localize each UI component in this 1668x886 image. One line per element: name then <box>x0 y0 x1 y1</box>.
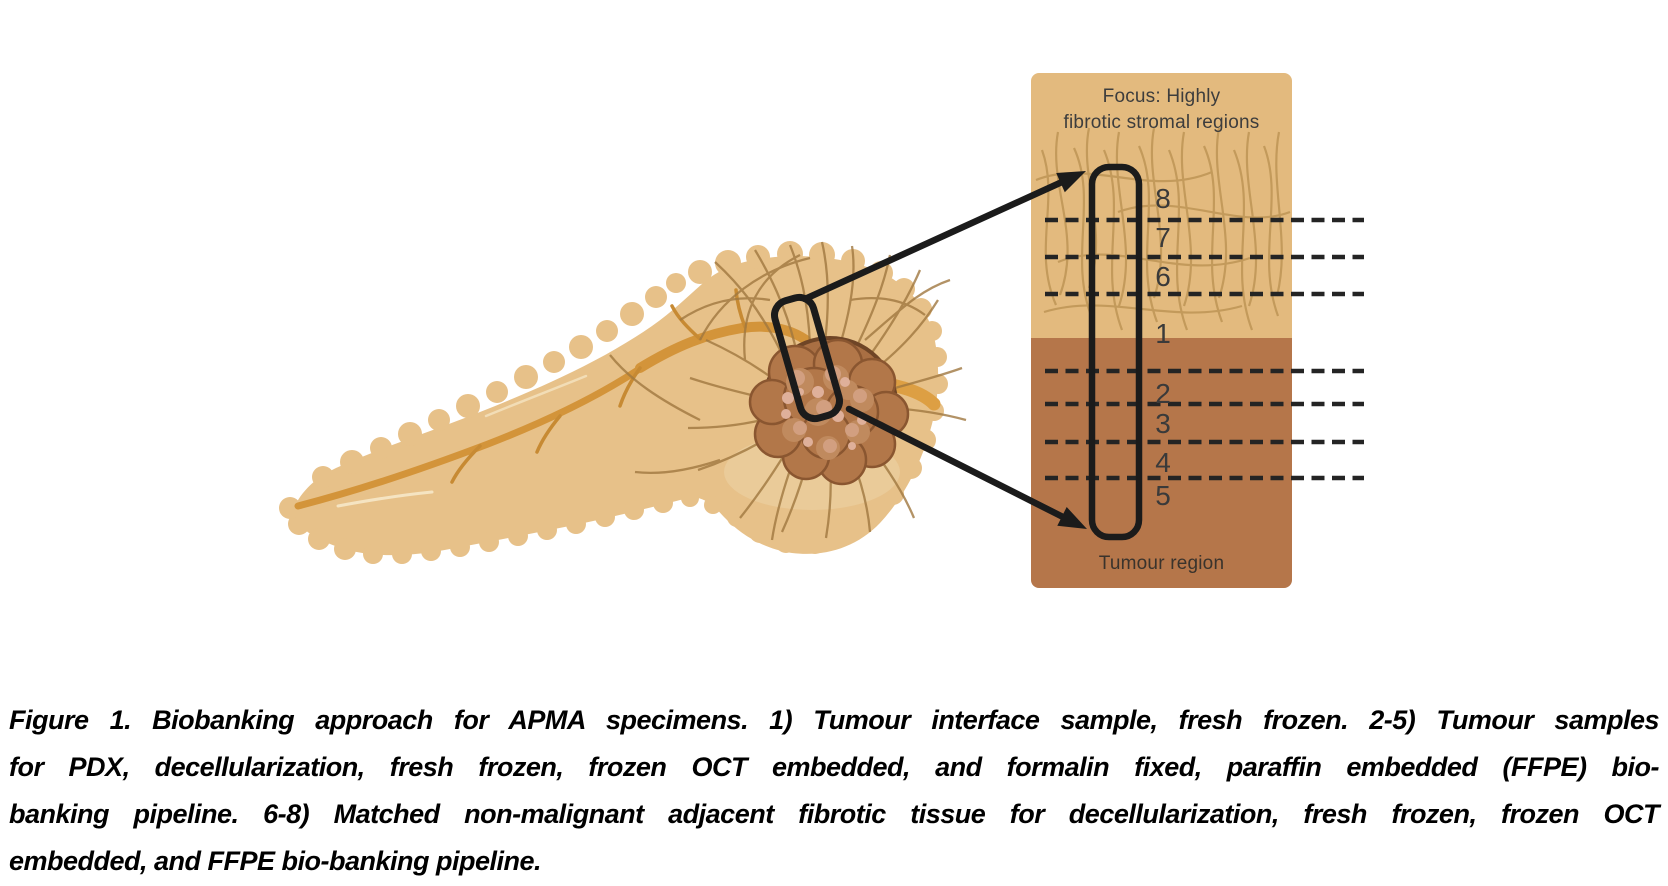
pancreatic-duct <box>294 288 811 510</box>
section-label-3: 3 <box>1155 408 1171 439</box>
panel-title-line-2: fibrotic stromal regions <box>1063 112 1260 133</box>
connector-arrows <box>801 171 1087 529</box>
section-label-5: 5 <box>1155 480 1171 511</box>
figure-caption: Figure 1. Biobanking approach for APMA s… <box>9 697 1660 885</box>
arrowhead-top <box>1056 171 1086 193</box>
section-label-4: 4 <box>1155 447 1171 478</box>
connector-arrow-top <box>801 178 1066 303</box>
panel-title-line-1: Focus: Highly <box>1102 86 1221 107</box>
inset-panel <box>1031 73 1364 588</box>
section-label-6: 6 <box>1155 261 1171 292</box>
panel-title: Focus: Highly fibrotic stromal regions <box>1031 84 1292 136</box>
caption-line-4: embedded, and FFPE bio-banking pipeline. <box>9 846 542 876</box>
tumour-mass <box>748 336 910 486</box>
core-sample-outline <box>1088 163 1143 541</box>
section-divider-dashed-lines <box>1045 217 1364 481</box>
tumour-region <box>1031 338 1292 588</box>
sample-site-outline <box>771 293 843 423</box>
connector-arrow-bottom <box>845 405 1067 521</box>
section-label-8: 8 <box>1155 183 1171 214</box>
caption-line-3: banking pipeline. 6-8) Matched non-malig… <box>9 799 1660 829</box>
caption-line-2: for PDX, decellularization, fresh frozen… <box>9 752 1660 782</box>
tumour-region-label: Tumour region <box>1098 553 1225 574</box>
pancreas-biobanking-illustration <box>279 73 1364 588</box>
section-label-1: 1 <box>1155 318 1171 349</box>
section-label-7: 7 <box>1155 222 1171 253</box>
arrowhead-bottom <box>1057 507 1087 529</box>
section-label-2: 2 <box>1155 378 1171 409</box>
pancreas-creases <box>336 374 588 508</box>
caption-line-1: Figure 1. Biobanking approach for APMA s… <box>9 705 1660 735</box>
